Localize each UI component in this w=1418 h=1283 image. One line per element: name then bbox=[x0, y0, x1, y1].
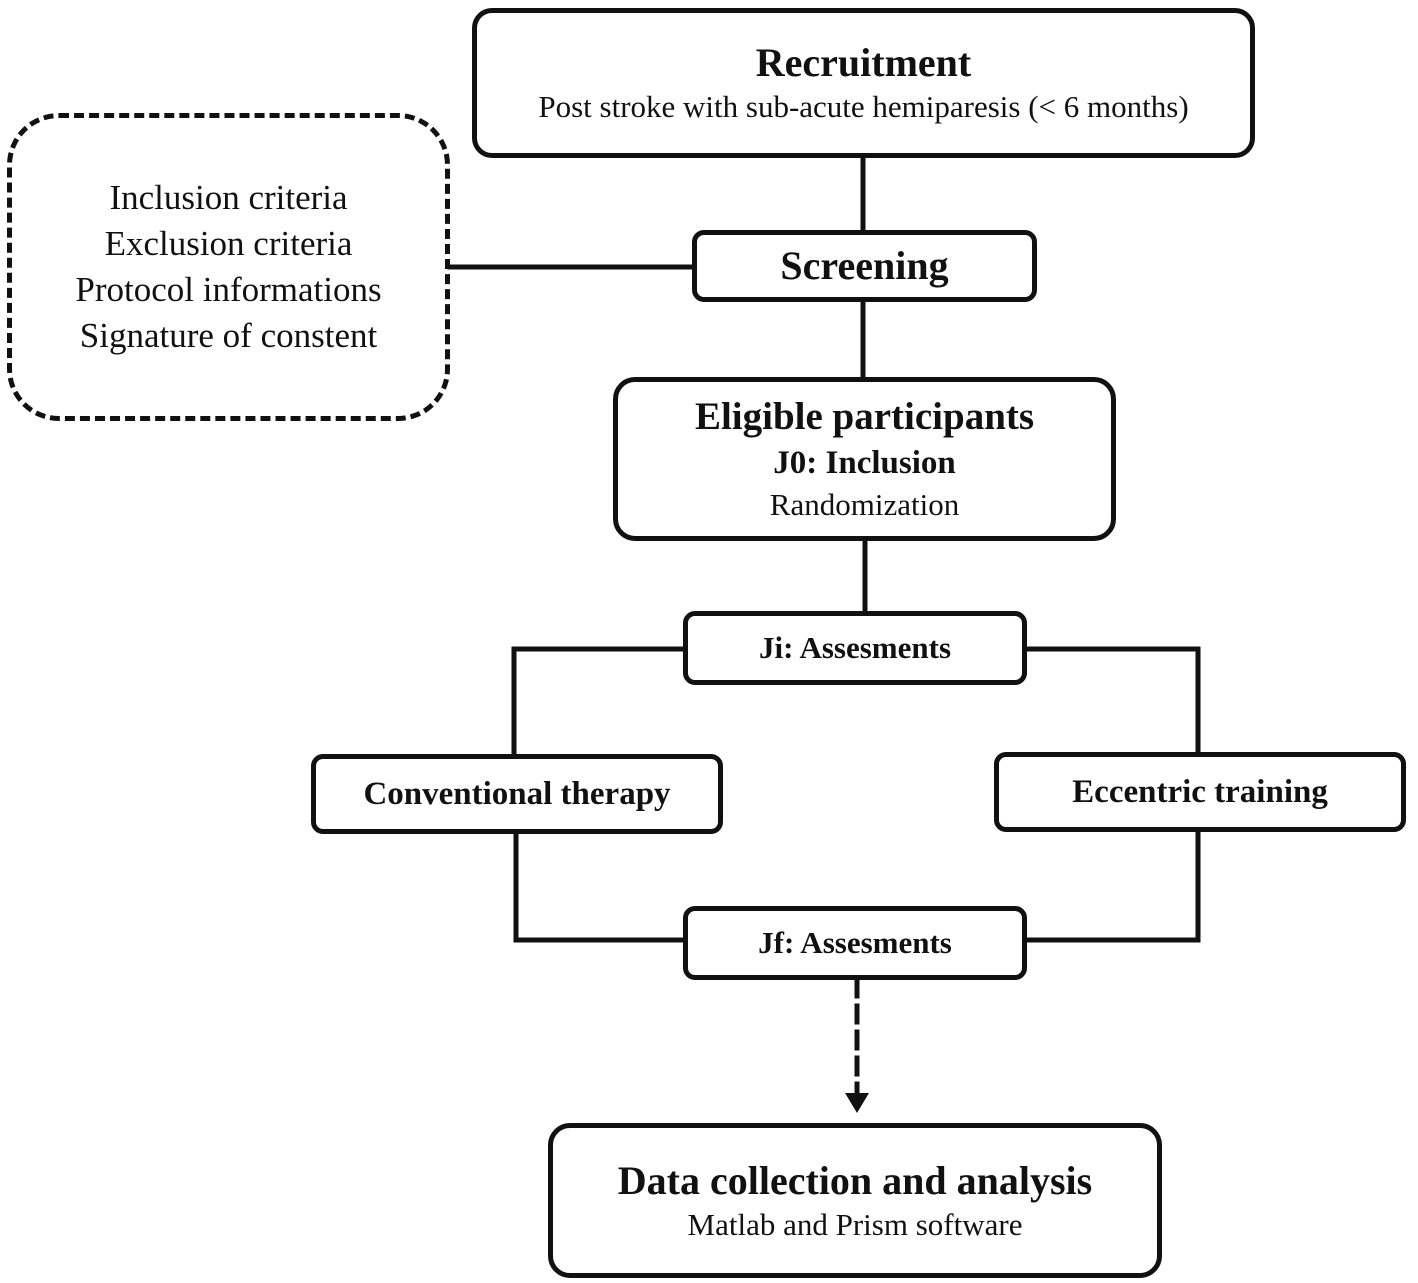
eligible-title: Eligible participants bbox=[694, 395, 1035, 438]
criteria-item-signature: Signature of constent bbox=[79, 316, 378, 355]
analysis-title: Data collection and analysis bbox=[617, 1157, 1093, 1203]
eligible-subtitle: Randomization bbox=[769, 487, 960, 522]
conventional-therapy-box: Conventional therapy bbox=[311, 754, 723, 834]
conventional-therapy-label: Conventional therapy bbox=[363, 776, 671, 812]
analysis-subtitle: Matlab and Prism software bbox=[687, 1206, 1023, 1242]
eccentric-training-box: Eccentric training bbox=[994, 752, 1406, 832]
eligible-box: Eligible participants J0: Inclusion Rand… bbox=[613, 377, 1116, 541]
recruitment-subtitle: Post stroke with sub-acute hemiparesis (… bbox=[538, 89, 1189, 124]
initial-assessment-title: Ji: Assesments bbox=[758, 630, 952, 665]
criteria-item-protocol: Protocol informations bbox=[75, 270, 382, 309]
analysis-box: Data collection and analysis Matlab and … bbox=[548, 1123, 1162, 1278]
initial-assessment-box: Ji: Assesments bbox=[683, 611, 1027, 685]
criteria-box: Inclusion criteria Exclusion criteria Pr… bbox=[7, 113, 450, 421]
recruitment-title: Recruitment bbox=[755, 40, 972, 85]
screening-box: Screening bbox=[692, 230, 1037, 302]
final-assessment-box: Jf: Assesments bbox=[683, 906, 1027, 980]
criteria-item-exclusion: Exclusion criteria bbox=[104, 224, 353, 263]
connector-eccentric-jf bbox=[1024, 829, 1201, 943]
connector-conventional-jf bbox=[513, 831, 686, 943]
criteria-item-inclusion: Inclusion criteria bbox=[109, 178, 348, 217]
connector-ji-conventional bbox=[511, 646, 686, 757]
arrowhead-icon bbox=[845, 1093, 869, 1113]
screening-title: Screening bbox=[780, 243, 949, 288]
eligible-step: J0: Inclusion bbox=[773, 445, 956, 481]
eccentric-training-label: Eccentric training bbox=[1072, 774, 1328, 810]
final-assessment-title: Jf: Assesments bbox=[758, 925, 952, 960]
recruitment-box: Recruitment Post stroke with sub-acute h… bbox=[472, 8, 1255, 158]
connector-ji-eccentric bbox=[1024, 646, 1201, 755]
